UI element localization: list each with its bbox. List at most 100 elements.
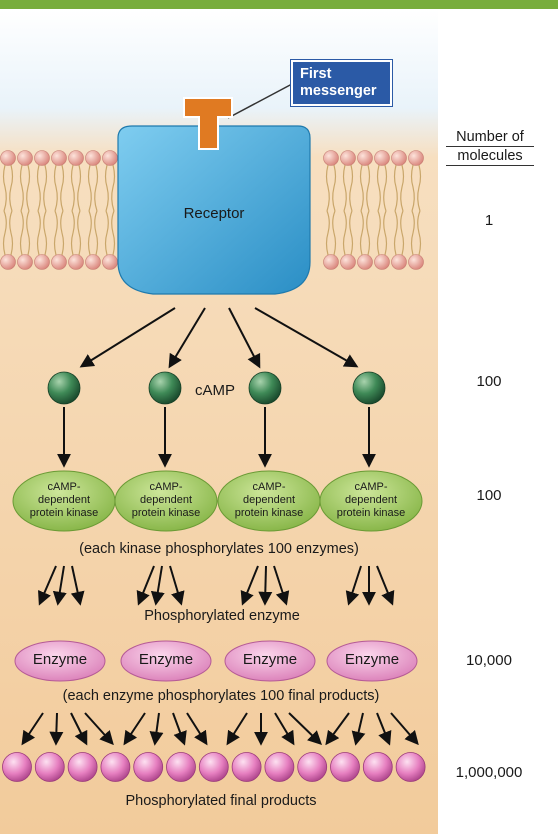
kinase-label-line: protein kinase — [336, 507, 406, 519]
lipid-tail — [53, 164, 65, 212]
lipid-tail — [104, 164, 116, 212]
arrow — [169, 565, 185, 606]
arrow — [376, 712, 392, 746]
lipid-head — [374, 150, 390, 166]
lipid-head — [102, 254, 118, 270]
arrow — [70, 712, 88, 746]
arrow — [172, 712, 187, 746]
final-product — [133, 752, 164, 782]
kinase-label-line: protein kinase — [131, 507, 201, 519]
final-product — [264, 752, 295, 782]
arrow — [288, 712, 323, 745]
lipid-tail — [410, 210, 422, 256]
kinase-label-line: protein kinase — [29, 507, 99, 519]
enzyme — [120, 640, 212, 682]
lipid-tail — [410, 164, 422, 212]
kinase-label-line: dependent — [345, 494, 397, 506]
protein-kinases — [12, 470, 423, 532]
molecules-header: Number of molecules — [446, 128, 534, 166]
kinase-label-line: cAMP- — [252, 481, 286, 493]
lipid-head — [408, 150, 424, 166]
arrow — [70, 565, 85, 606]
lipid-head — [340, 254, 356, 270]
arrow — [228, 307, 261, 369]
lipid-tail — [342, 210, 354, 256]
enzyme-note: (each enzyme phosphorylates 100 final pr… — [62, 688, 380, 704]
first-messenger-label: First messenger — [291, 60, 392, 106]
enzyme-label: Enzyme — [138, 651, 194, 668]
lipid-head — [391, 254, 407, 270]
phosphorylated-enzyme-label: Phosphorylated enzyme — [144, 608, 300, 624]
lipid-head — [408, 254, 424, 270]
lipid-head — [51, 150, 67, 166]
lipid-head — [51, 254, 67, 270]
lipid-head — [0, 150, 16, 166]
first-messenger-molecule — [183, 97, 233, 150]
count-products: 1,000,000 — [455, 764, 523, 781]
kinase-label-line: cAMP- — [47, 481, 81, 493]
lipid-tail — [87, 210, 99, 256]
lipid-tail — [70, 164, 82, 212]
lipid-head — [374, 254, 390, 270]
molecules-header-line2: molecules — [446, 147, 534, 166]
lipid-tail — [376, 210, 388, 256]
arrow — [254, 307, 359, 368]
lipid-head — [17, 254, 33, 270]
lipid-tail — [376, 164, 388, 212]
lipid-tail — [359, 164, 371, 212]
final-product — [231, 752, 262, 782]
arrow — [149, 712, 164, 746]
final-products — [2, 752, 426, 782]
arrow — [351, 712, 366, 746]
lipid-head — [323, 150, 339, 166]
kinase-label-line: dependent — [140, 494, 192, 506]
lipid-head — [0, 254, 16, 270]
camp-label: cAMP — [194, 382, 236, 399]
arrow — [84, 712, 114, 746]
lipid-tail — [104, 210, 116, 256]
lipid-tail — [393, 210, 405, 256]
lipid-head — [391, 150, 407, 166]
final-product — [166, 752, 196, 782]
protein-kinase — [319, 470, 423, 532]
count-enzyme: 10,000 — [466, 652, 512, 669]
lipid-tail — [393, 164, 405, 212]
kinase-note: (each kinase phosphorylates 100 enzymes) — [79, 541, 359, 557]
enzyme — [224, 640, 316, 682]
count-kinase: 100 — [476, 487, 502, 504]
receptor-label: Receptor — [183, 205, 245, 222]
kinase-label-line: protein kinase — [234, 507, 304, 519]
lipid-tail — [359, 210, 371, 256]
lipid-head — [17, 150, 33, 166]
lipid-tail — [342, 164, 354, 212]
arrow — [168, 307, 206, 369]
lipid-tail — [87, 164, 99, 212]
kinase-label-line: dependent — [38, 494, 90, 506]
protein-kinase — [114, 470, 218, 532]
lipid-head — [34, 254, 50, 270]
enzyme — [326, 640, 418, 682]
lipid-head — [85, 254, 101, 270]
arrow — [123, 712, 146, 746]
final-product — [362, 752, 393, 782]
final-product — [67, 752, 98, 782]
final-product — [2, 752, 32, 782]
arrow — [274, 712, 295, 746]
lipid-head — [357, 150, 373, 166]
top-accent-bar — [0, 0, 558, 9]
camp-molecules — [47, 371, 386, 405]
camp-molecule — [248, 371, 282, 405]
arrow — [376, 565, 395, 606]
arrow — [38, 565, 57, 606]
final-product — [100, 752, 131, 782]
arrow — [136, 565, 155, 606]
lipid-tail — [325, 210, 337, 256]
final-product — [395, 752, 426, 782]
receptor-shape — [117, 125, 311, 295]
lipid-head — [68, 150, 84, 166]
molecules-header-line1: Number of — [446, 128, 534, 147]
final-product — [198, 752, 229, 782]
